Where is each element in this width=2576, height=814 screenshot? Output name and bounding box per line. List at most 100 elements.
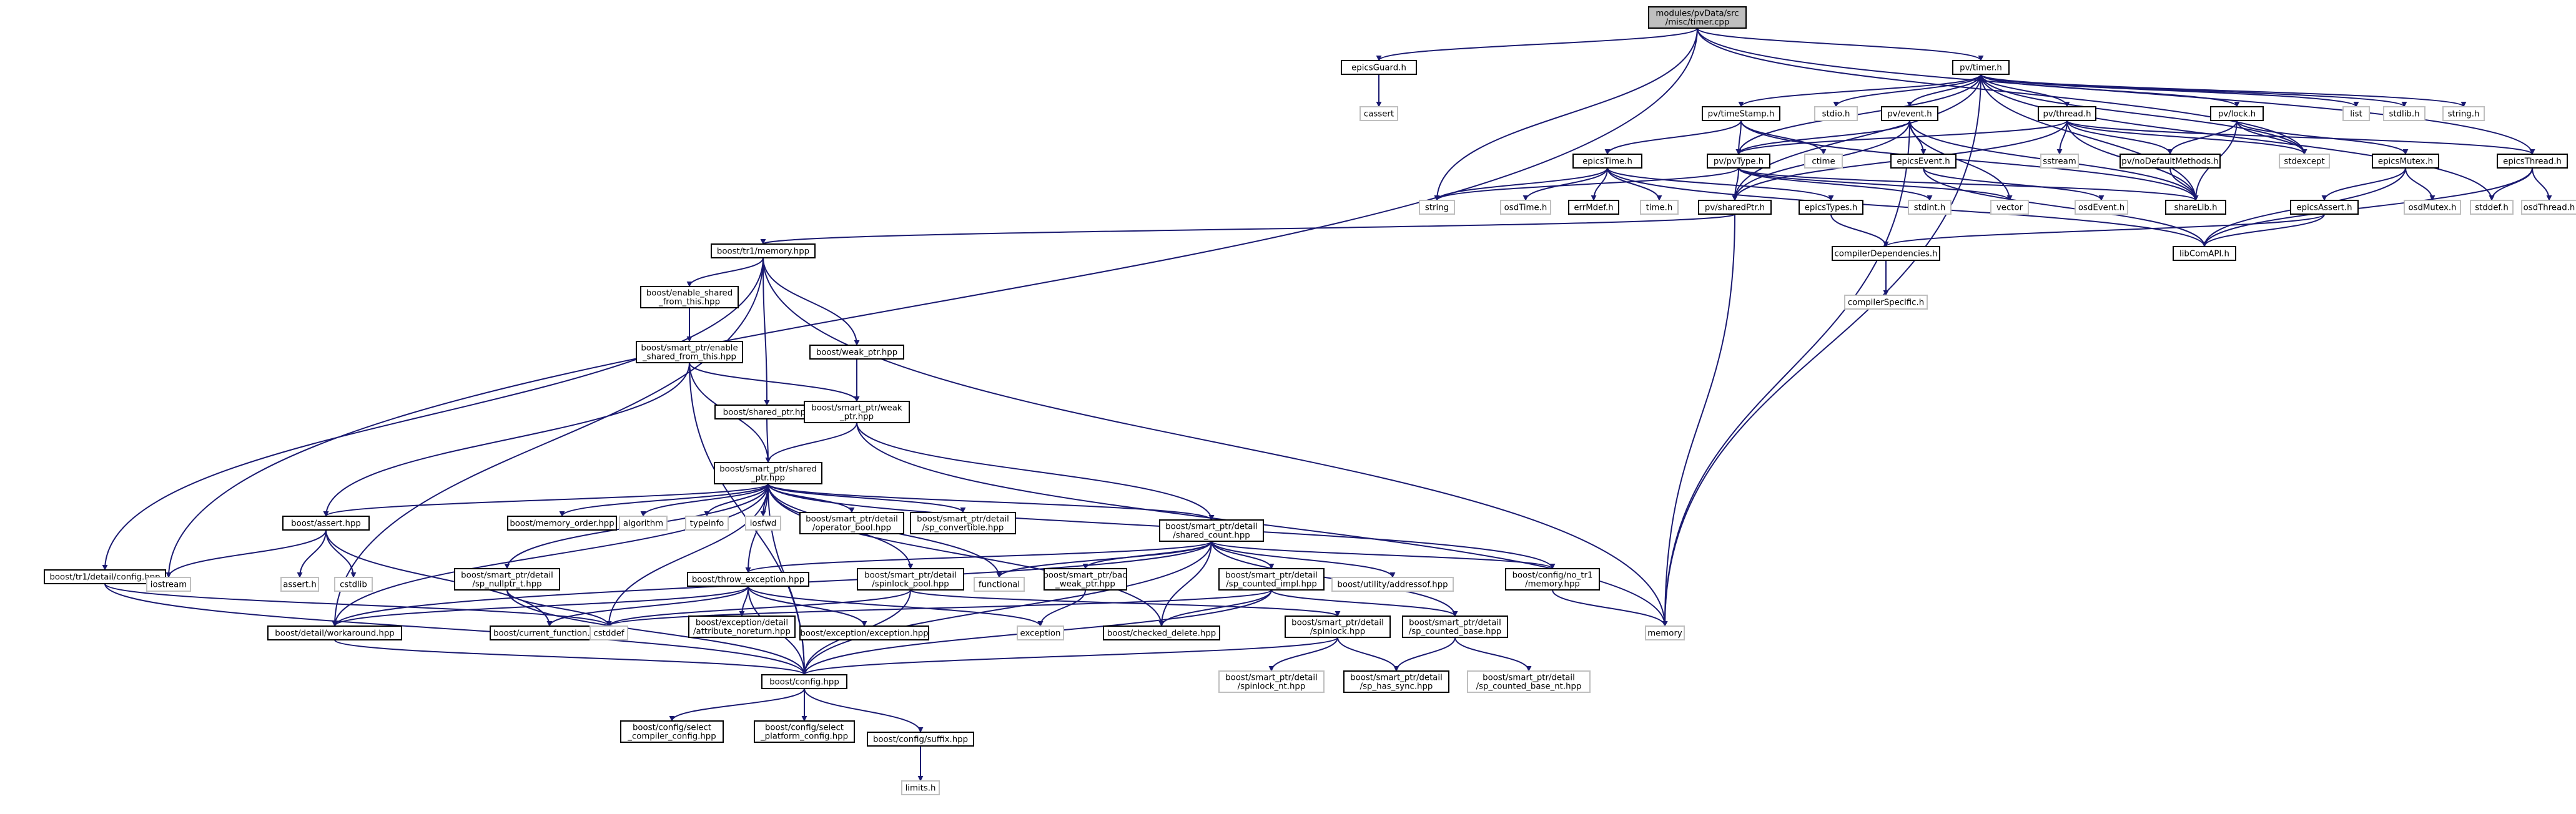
- edge-spCountedImpl-to-checkedDelete: [1158, 589, 1272, 627]
- node-pvthread[interactable]: pv/thread.h: [2038, 106, 2096, 121]
- node-workaround[interactable]: boost/detail/workaround.hpp: [267, 625, 402, 640]
- node-epicsThread[interactable]: epicsThread.h: [2497, 154, 2568, 169]
- node-label: epicsGuard.h: [1351, 64, 1406, 73]
- node-sharedCount[interactable]: boost/smart_ptr/detail/shared_count.hpp: [1159, 519, 1264, 542]
- node-selCompiler[interactable]: boost/config/select_compiler_config.hpp: [620, 720, 724, 743]
- edge-spShared-to-typeinfo: [704, 483, 769, 517]
- node-box: [1572, 154, 1642, 169]
- edge-epicsMutex-to-epicsAssert: [2321, 167, 2406, 201]
- node-suffix[interactable]: boost/config/suffix.hpp: [867, 732, 974, 747]
- node-asserth: assert.h: [280, 577, 319, 592]
- node-spinlock[interactable]: boost/smart_ptr/detail/spinlock.hpp: [1285, 615, 1391, 638]
- node-sharedPtrHpp[interactable]: boost/shared_ptr.hpp: [714, 405, 819, 419]
- node-box: [280, 577, 319, 592]
- node-opBool[interactable]: boost/smart_ptr/detail/operator_bool.hpp: [799, 512, 904, 534]
- node-label: pv/timeStamp.h: [1708, 110, 1775, 119]
- node-spEnableShared[interactable]: boost/smart_ptr/enable_shared_from_this.…: [636, 341, 743, 363]
- node-weakPtr[interactable]: boost/weak_ptr.hpp: [809, 345, 904, 360]
- node-label: boost/utility/addressof.hpp: [1337, 581, 1448, 590]
- node-box: [1702, 106, 1780, 121]
- edge-sharedCount-to-configHpp: [801, 541, 1212, 675]
- node-label: /misc/timer.cpp: [1666, 18, 1730, 27]
- node-label: boost/smart_ptr/detail: [1225, 674, 1318, 683]
- node-noTr1[interactable]: boost/config/no_tr1/memory.hpp: [1505, 568, 1600, 591]
- node-pvpvType[interactable]: pv/pvType.h: [1707, 154, 1770, 169]
- node-memoryOrder[interactable]: boost/memory_order.hpp: [507, 516, 617, 531]
- node-spCountedImpl[interactable]: boost/smart_ptr/detail/sp_counted_impl.h…: [1218, 568, 1325, 591]
- node-box: [2165, 200, 2226, 215]
- node-stddef: stddef.h: [2470, 200, 2514, 215]
- node-label: boost/checked_delete.hpp: [1107, 629, 1216, 639]
- node-exceptionHpp[interactable]: boost/exception/exception.hpp: [799, 625, 929, 640]
- node-spHasSync[interactable]: boost/smart_ptr/detail/sp_has_sync.hpp: [1343, 670, 1449, 693]
- edge-spinlockPool-to-cstddef: [606, 589, 911, 627]
- node-box: [1952, 60, 2010, 75]
- node-box: [688, 615, 796, 638]
- node-label: boost/memory_order.hpp: [510, 519, 614, 529]
- node-tr1memory[interactable]: boost/tr1/memory.hpp: [711, 243, 816, 258]
- node-spNullptr[interactable]: boost/smart_ptr/detail/sp_nullptr_t.hpp: [454, 568, 560, 591]
- node-epicsTypes[interactable]: epicsTypes.h: [1799, 200, 1863, 215]
- edge-epicsTypes-to-compilerDep: [1830, 213, 1889, 247]
- node-compilerDep[interactable]: compilerDependencies.h: [1832, 246, 1940, 261]
- node-epicsMutex[interactable]: epicsMutex.h: [2372, 154, 2439, 169]
- node-limits: limits.h: [901, 780, 940, 795]
- node-spCountedBase[interactable]: boost/smart_ptr/detail/sp_counted_base.h…: [1402, 615, 1508, 638]
- node-tr1config[interactable]: boost/tr1/detail/config.hpp: [44, 569, 166, 584]
- edge-sharedCount-to-checkedDelete: [1158, 541, 1212, 627]
- node-box: [2290, 200, 2359, 215]
- node-box: [714, 462, 822, 484]
- node-epicsGuard[interactable]: epicsGuard.h: [1341, 60, 1417, 75]
- node-pvevent[interactable]: pv/event.h: [1881, 106, 1938, 121]
- edges-layer: [102, 27, 2552, 782]
- node-badWeak[interactable]: boost/smart_ptr/bad_weak_ptr.hpp: [1043, 568, 1128, 591]
- edge-pvpvType-to-string: [1434, 167, 1739, 201]
- edge-tr1memory-to-tr1config: [102, 257, 764, 571]
- node-label: shareLib.h: [2174, 203, 2217, 213]
- node-throwExc[interactable]: boost/throw_exception.hpp: [687, 572, 809, 587]
- edge-spShared-to-algorithm: [640, 483, 769, 517]
- node-box: [620, 720, 724, 743]
- edge-spShared-to-sharedCount: [767, 483, 1215, 521]
- node-label: boost/config/select: [765, 723, 844, 733]
- node-pvioDefault[interactable]: pv/noDefaultMethods.h: [2120, 154, 2221, 169]
- node-box: [1103, 625, 1220, 640]
- node-spShared[interactable]: boost/smart_ptr/shared_ptr.hpp: [714, 462, 822, 484]
- node-timer[interactable]: modules/pvData/src/misc/timer.cpp: [1648, 6, 1747, 29]
- edge-epicsThread-to-stddef: [2489, 167, 2533, 201]
- node-label: memory: [1647, 629, 1682, 639]
- node-label: sstream: [2043, 157, 2076, 167]
- node-spWeak[interactable]: boost/smart_ptr/weak_ptr.hpp: [804, 401, 910, 423]
- node-spinlockPool[interactable]: boost/smart_ptr/detail/spinlock_pool.hpp: [857, 568, 964, 591]
- node-pvtimeStamp[interactable]: pv/timeStamp.h: [1702, 106, 1780, 121]
- node-label: iostream: [151, 581, 187, 590]
- node-libComAPI[interactable]: libComAPI.h: [2173, 246, 2236, 261]
- edge-pvtimer-to-pvthread: [1980, 74, 2070, 107]
- node-pvlock[interactable]: pv/lock.h: [2210, 106, 2264, 121]
- edge-pvsharedPtr-to-tr1memory: [761, 213, 1735, 245]
- node-label: vector: [1996, 203, 2023, 213]
- node-exception: exception: [1017, 625, 1064, 640]
- node-configHpp[interactable]: boost/config.hpp: [761, 674, 847, 689]
- node-selPlatform[interactable]: boost/config/select_platform_config.hpp: [754, 720, 855, 743]
- node-shareLib[interactable]: shareLib.h: [2165, 200, 2226, 215]
- node-pvsharedPtr[interactable]: pv/sharedPtr.h: [1698, 200, 1772, 215]
- edge-pvlock-to-pvioDefault: [2167, 120, 2238, 155]
- node-assertHpp[interactable]: boost/assert.hpp: [282, 516, 370, 531]
- node-errMdef[interactable]: errMdef.h: [1568, 200, 1619, 215]
- node-attrNoreturn[interactable]: boost/exception/detail/attribute_noretur…: [688, 615, 796, 638]
- node-epicsEvent[interactable]: epicsEvent.h: [1890, 154, 1957, 169]
- node-label: boost/smart_ptr/detail: [917, 515, 1009, 524]
- node-epicsAssert[interactable]: epicsAssert.h: [2290, 200, 2359, 215]
- node-label: epicsThread.h: [2503, 157, 2562, 167]
- edge-spCountedBase-to-spHasSync: [1393, 637, 1456, 672]
- node-currentFunc[interactable]: boost/current_function.hpp: [490, 625, 609, 640]
- node-enableShared[interactable]: boost/enable_shared_from_this.hpp: [640, 286, 739, 308]
- edge-spShared-to-checkedDelete: [767, 483, 1165, 627]
- node-checkedDelete[interactable]: boost/checked_delete.hpp: [1103, 625, 1220, 640]
- node-epicsTime[interactable]: epicsTime.h: [1572, 154, 1642, 169]
- node-label: epicsTime.h: [1582, 157, 1632, 167]
- node-spConvertible[interactable]: boost/smart_ptr/detail/sp_convertible.hp…: [910, 512, 1016, 534]
- node-pvtimer[interactable]: pv/timer.h: [1952, 60, 2010, 75]
- edge-pvtimeStamp-to-shareLib: [1740, 120, 2199, 201]
